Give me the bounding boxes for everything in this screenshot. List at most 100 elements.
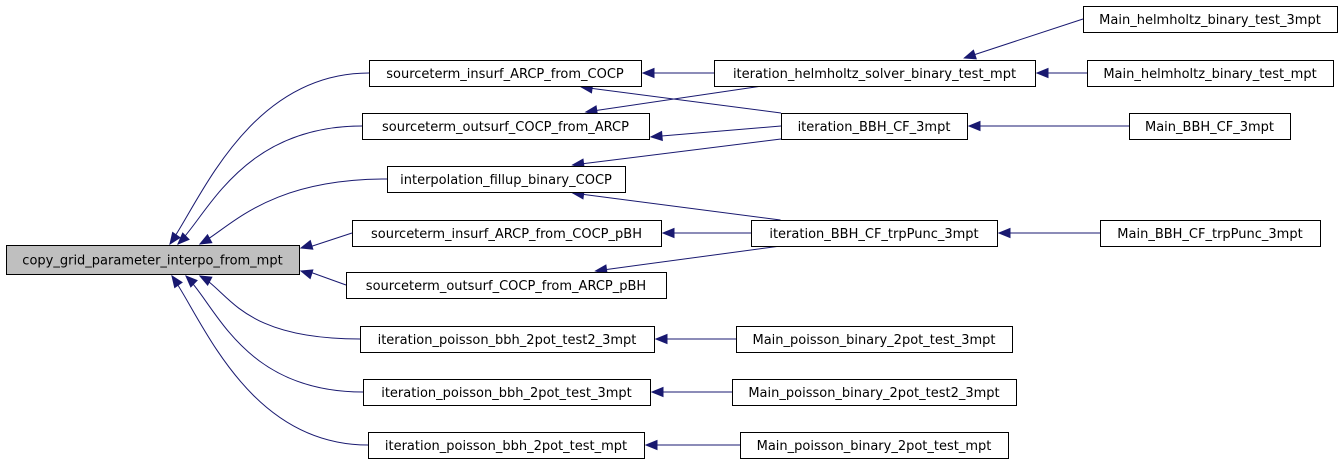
edge-line — [171, 275, 369, 446]
edge-so_cocp-to-root — [177, 125, 363, 245]
edge-ip_testmpt-to-root — [171, 274, 369, 446]
node-label: iteration_poisson_bbh_2pot_test2_3mpt — [378, 333, 637, 348]
node-so-cocp-pbh[interactable]: sourceterm_outsurf_COCP_from_ARCP_pBH — [346, 272, 667, 299]
node-ip-test3[interactable]: iteration_poisson_bbh_2pot_test_3mpt — [363, 379, 651, 406]
node-label: interpolation_fillup_binary_COCP — [400, 173, 612, 188]
edge-line — [572, 192, 781, 221]
node-box — [6, 245, 300, 275]
node-box — [1129, 113, 1291, 140]
node-mp-test2[interactable]: Main_poisson_binary_2pot_test2_3mpt — [732, 379, 1017, 406]
edge-ihs-to-si_arcp — [641, 67, 714, 79]
edge-mhm-to-ihs — [1035, 67, 1087, 79]
edge-line — [964, 18, 1084, 59]
node-box — [360, 326, 655, 353]
node-label: Main_helmholtz_binary_test_mpt — [1103, 67, 1316, 82]
node-ip-test2[interactable]: iteration_poisson_bbh_2pot_test2_3mpt — [360, 326, 655, 353]
arrow-head — [185, 275, 198, 288]
arrow-head — [1035, 67, 1049, 79]
node-si-arcp-pbh[interactable]: sourceterm_insurf_ARCP_from_COCP_pBH — [352, 220, 662, 247]
node-label: iteration_poisson_bbh_2pot_test_mpt — [385, 439, 627, 454]
edge-line — [650, 125, 782, 138]
node-label: sourceterm_outsurf_COCP_from_ARCP_pBH — [366, 279, 646, 294]
edge-interp-to-root — [198, 178, 388, 245]
node-box — [346, 272, 667, 299]
node-label: iteration_helmholtz_solver_binary_test_m… — [733, 67, 1016, 82]
node-label: iteration_BBH_CF_trpPunc_3mpt — [769, 227, 978, 242]
edge-line — [177, 125, 363, 245]
edge-line — [199, 275, 361, 340]
node-label: sourceterm_outsurf_COCP_from_ARCP — [382, 120, 629, 135]
edge-mp_testmpt-to-ip_testmpt — [644, 439, 740, 451]
edge-ibbh_trp-to-si_arcp_pbh — [661, 227, 751, 239]
node-ibbh[interactable]: iteration_BBH_CF_3mpt — [781, 113, 968, 140]
arrow-head — [299, 239, 314, 250]
node-box — [368, 432, 645, 459]
edge-ip_test3-to-root — [185, 275, 364, 393]
node-mbbh[interactable]: Main_BBH_CF_3mpt — [1129, 113, 1291, 140]
node-mp-testmpt[interactable]: Main_poisson_binary_2pot_test_mpt — [740, 432, 1009, 459]
edge-ibbh_trp-to-so_cocp_pbh — [594, 245, 781, 275]
edge-ibbh-to-so_cocp — [649, 125, 782, 142]
arrow-head — [177, 232, 190, 245]
node-box — [736, 326, 1013, 353]
node-box — [363, 379, 651, 406]
node-si-arcp[interactable]: sourceterm_insurf_ARCP_from_COCP — [369, 60, 642, 87]
node-ihs[interactable]: iteration_helmholtz_solver_binary_test_m… — [714, 60, 1036, 87]
graph-edges — [169, 18, 1129, 451]
node-so-cocp[interactable]: sourceterm_outsurf_COCP_from_ARCP — [362, 113, 650, 140]
edge-mbbh_trp-to-ibbh_trp — [997, 227, 1100, 239]
arrow-head — [967, 120, 981, 132]
node-box — [387, 166, 626, 193]
arrow-head — [299, 269, 314, 280]
node-label: Main_poisson_binary_2pot_test_3mpt — [752, 333, 995, 348]
edge-line — [581, 86, 782, 114]
node-mhm[interactable]: Main_helmholtz_binary_test_mpt — [1087, 60, 1334, 87]
arrow-head — [963, 49, 977, 60]
arrow-head — [641, 67, 655, 79]
node-box — [362, 113, 650, 140]
node-label: iteration_poisson_bbh_2pot_test_3mpt — [381, 386, 632, 401]
edge-line — [199, 178, 388, 245]
node-mh3[interactable]: Main_helmholtz_binary_test_3mpt — [1083, 6, 1338, 33]
arrow-head — [171, 274, 183, 289]
arrow-head — [169, 231, 181, 246]
arrow-head — [198, 275, 213, 286]
arrow-head — [649, 130, 663, 142]
arrow-head — [650, 386, 664, 398]
edge-line — [572, 138, 782, 166]
edge-so_cocp_pbh-to-root — [299, 269, 347, 286]
edge-ibbh-to-interp — [571, 138, 782, 169]
node-ip-testmpt[interactable]: iteration_poisson_bbh_2pot_test_mpt — [368, 432, 645, 459]
node-box — [751, 220, 998, 247]
edge-mp_test3-to-ip_test2 — [654, 333, 736, 345]
edge-mbbh-to-ibbh — [967, 120, 1129, 132]
node-label: sourceterm_insurf_ARCP_from_COCP — [386, 67, 624, 82]
node-box — [732, 379, 1017, 406]
edge-ip_test2-to-root — [198, 275, 361, 340]
node-mbbh-trp[interactable]: Main_BBH_CF_trpPunc_3mpt — [1100, 220, 1321, 247]
node-box — [369, 60, 642, 87]
node-box — [1087, 60, 1334, 87]
edge-mh3-to-ihs — [963, 18, 1084, 60]
node-label: Main_poisson_binary_2pot_test_mpt — [757, 439, 992, 454]
node-label: iteration_BBH_CF_3mpt — [798, 120, 951, 135]
graph-nodes: copy_grid_parameter_interpo_from_mptsour… — [6, 6, 1338, 459]
arrow-head — [661, 227, 675, 239]
node-box — [781, 113, 968, 140]
edge-line — [310, 271, 347, 286]
node-label: Main_BBH_CF_trpPunc_3mpt — [1117, 227, 1302, 242]
node-box — [714, 60, 1036, 87]
edge-line — [310, 232, 353, 247]
edge-mp_test2-to-ip_test3 — [650, 386, 732, 398]
node-box — [740, 432, 1009, 459]
node-box — [1100, 220, 1321, 247]
edge-si_arcp-to-root — [169, 72, 370, 246]
node-interp[interactable]: interpolation_fillup_binary_COCP — [387, 166, 626, 193]
node-root[interactable]: copy_grid_parameter_interpo_from_mpt — [6, 245, 300, 275]
arrow-head — [644, 439, 658, 451]
arrow-head — [198, 233, 213, 245]
node-mp-test3[interactable]: Main_poisson_binary_2pot_test_3mpt — [736, 326, 1013, 353]
edge-line — [169, 72, 370, 245]
node-ibbh-trp[interactable]: iteration_BBH_CF_trpPunc_3mpt — [751, 220, 998, 247]
